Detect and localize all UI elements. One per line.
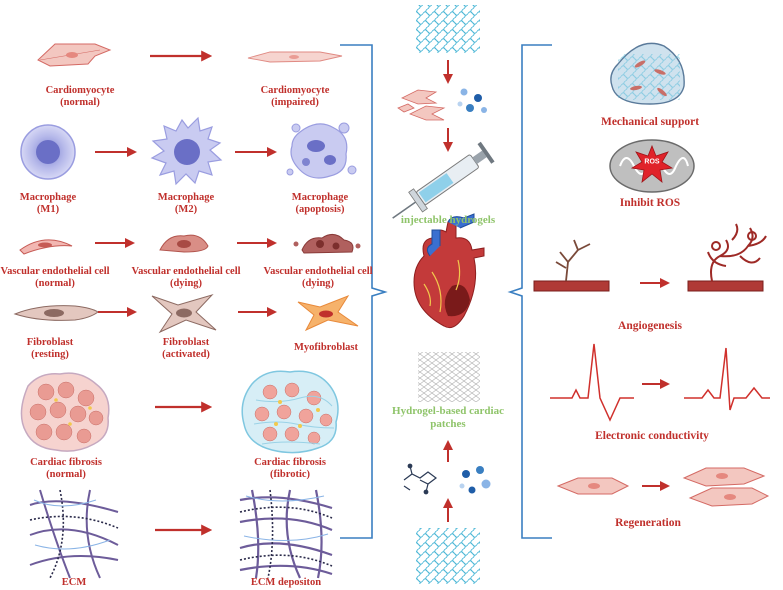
drug-molecule-icon <box>403 463 437 495</box>
angiogenesis-before-icon <box>533 239 610 292</box>
label-injectable-hydrogels: injectable hydrogels <box>400 214 496 226</box>
hydrogel-mesh-bottom <box>416 528 480 584</box>
syringe-icon <box>392 141 495 219</box>
ecm-deposition-icon <box>239 489 333 579</box>
macrophage-m2-icon <box>150 116 223 186</box>
vascular-normal-icon <box>19 239 73 255</box>
label-cardiomyocyte-normal: Cardiomyocyte(normal) <box>45 85 115 108</box>
label-regeneration: Regeneration <box>615 517 681 529</box>
macrophage-apoptosis-icon <box>286 122 357 179</box>
ecg-irregular-icon <box>550 343 634 422</box>
fibroblast-activated-icon <box>151 294 217 334</box>
heart-icon <box>413 213 485 329</box>
label-macrophage-apoptosis: Macrophage(apoptosis) <box>291 192 349 215</box>
label-mechanical-support: Mechanical support <box>600 116 700 128</box>
label-ecm: ECM <box>61 577 87 588</box>
regeneration-before-icon <box>556 477 630 495</box>
vascular-dying-1-icon <box>159 234 209 253</box>
angiogenesis-after-icon <box>687 223 767 292</box>
label-ecm-deposition: ECM depositon <box>250 577 322 588</box>
label-macrophage-m2: Macrophage(M2) <box>157 192 215 215</box>
patch-mesh <box>418 352 480 402</box>
label-vascular-dying-2: Vascular endothelial cell(dying) <box>263 266 373 289</box>
ecm-icon <box>29 489 119 579</box>
particles-cluster-icon <box>459 466 491 494</box>
label-inhibit-ros: Inhibit ROS <box>619 197 681 209</box>
regeneration-after-icon <box>682 467 770 507</box>
label-myofibroblast: Myofibroblast <box>294 342 358 353</box>
myofibroblast-icon <box>297 294 359 332</box>
fibroblast-resting-icon <box>13 305 99 321</box>
label-macrophage-m1: Macrophage(M1) <box>19 192 77 215</box>
label-vascular-normal: Vascular endothelial cell(normal) <box>0 266 110 289</box>
label-cardiac-fibrosis-normal: Cardiac fibrosis(normal) <box>30 457 102 480</box>
mitochondria-icon <box>609 139 695 193</box>
cardiomyocyte-impaired-icon <box>247 51 343 63</box>
label-cardiac-fibrosis-fibrotic: Cardiac fibrosis(fibrotic) <box>254 457 326 480</box>
cardiac-fibrosis-normal-icon <box>20 372 110 452</box>
label-electronic-conductivity: Electronic conductivity <box>595 430 709 442</box>
label-fibroblast-activated: Fibroblast(activated) <box>162 337 210 360</box>
ros-badge-text: ROS <box>644 158 660 166</box>
ecg-normal-icon <box>684 347 770 411</box>
cardiomyocyte-normal-icon <box>37 43 112 67</box>
vascular-dying-2-icon <box>293 234 361 254</box>
hydrogel-mesh-top <box>416 5 480 53</box>
mechanical-support-icon <box>610 42 685 105</box>
label-angiogenesis: Angiogenesis <box>618 320 682 332</box>
label-cardiomyocyte-impaired: Cardiomyocyte(impaired) <box>260 85 330 108</box>
right-bracket <box>507 44 552 539</box>
label-vascular-dying-1: Vascular endothelial cell(dying) <box>131 266 241 289</box>
cardiac-fibrosis-fibrotic-icon <box>241 370 339 454</box>
cells-cluster-icon <box>397 89 446 121</box>
macrophage-m1-icon <box>20 124 76 180</box>
label-fibroblast-resting: Fibroblast(resting) <box>26 337 74 360</box>
left-bracket <box>340 44 388 539</box>
molecules-cluster-icon <box>457 88 487 113</box>
